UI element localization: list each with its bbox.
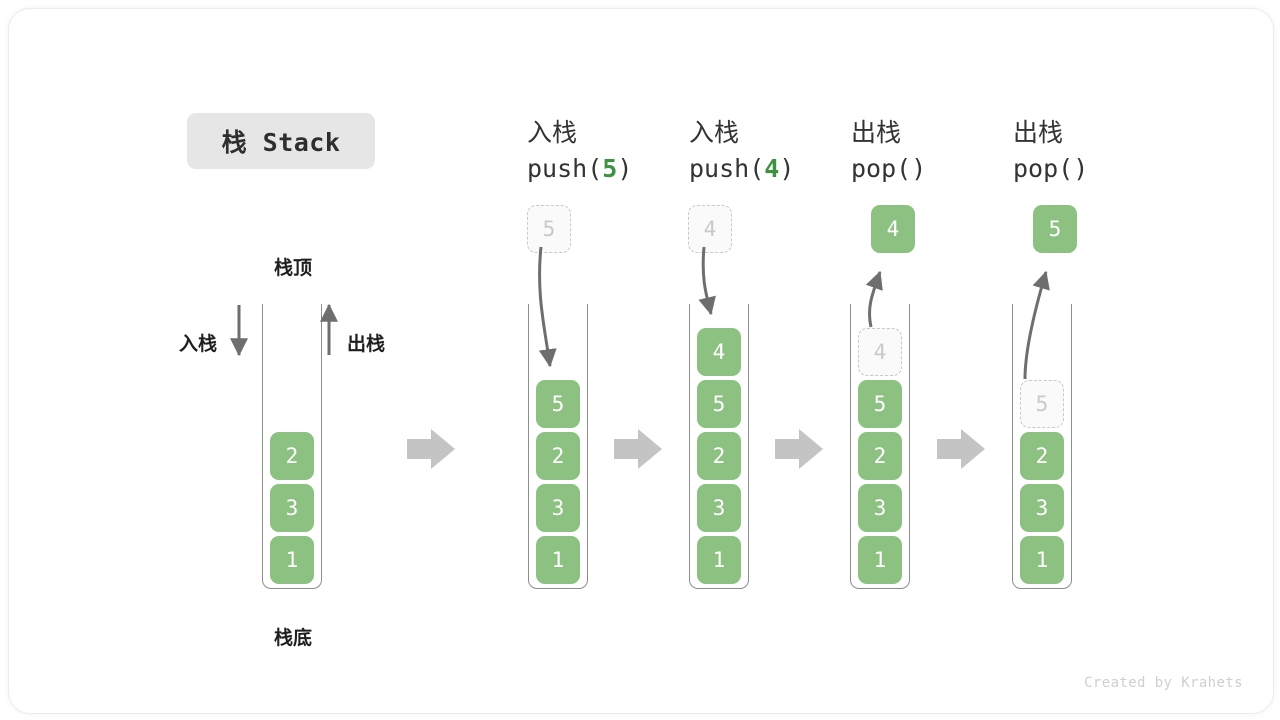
stack-cells-pop-4: 4 5 2 3 1 (858, 328, 902, 584)
stage-header-pop-4: 出栈 pop() (851, 115, 1041, 187)
stage-call-label: push(5) (527, 154, 633, 183)
stack-cell: 5 (858, 380, 902, 428)
floating-cell-push-4: 4 (688, 205, 732, 253)
stage-header-push-5: 入栈 push(5) (527, 115, 717, 187)
stack-container-push-5 (528, 304, 588, 589)
stack-cell-ghost: 5 (1020, 380, 1064, 428)
stack-cells-pop-5: 5 2 3 1 (1020, 380, 1064, 584)
diagram-title: 栈 Stack (221, 128, 341, 157)
stage-header-push-4: 入栈 push(4) (689, 115, 879, 187)
credit-text: Created by Krahets (1084, 675, 1243, 691)
stack-cells-initial: 2 3 1 (270, 432, 314, 584)
stack-cell: 3 (270, 484, 314, 532)
stack-cell: 5 (536, 380, 580, 428)
stack-top-label: 栈顶 (273, 257, 312, 279)
stack-cell: 3 (1020, 484, 1064, 532)
stage-op-label: 入栈 (527, 118, 578, 147)
push-side-label: 入栈 (179, 333, 218, 355)
stack-cell: 3 (858, 484, 902, 532)
stack-cell: 1 (1020, 536, 1064, 584)
stage-call-label: push(4) (689, 154, 795, 183)
stack-container-initial (262, 304, 322, 589)
stage-call-label: pop() (851, 154, 927, 183)
diagram-title-chip: 栈 Stack (187, 113, 375, 169)
stack-cell: 2 (858, 432, 902, 480)
stage-header-pop-5: 出栈 pop() (1013, 115, 1203, 187)
stage-call-label: pop() (1013, 154, 1089, 183)
stack-cells-push-4: 4 5 2 3 1 (697, 328, 741, 584)
stack-bottom-label: 栈底 (273, 627, 312, 649)
stack-container-pop-4 (850, 304, 910, 589)
stack-cell: 2 (1020, 432, 1064, 480)
diagram-canvas: 栈 Stack 栈顶 入栈 出栈 2 3 1 栈底 入栈 push(5) 5 5… (8, 8, 1274, 714)
stack-cell: 2 (697, 432, 741, 480)
stack-cell-ghost: 4 (858, 328, 902, 376)
floating-cell-pop-5: 5 (1033, 205, 1077, 253)
floating-cell-pop-4: 4 (871, 205, 915, 253)
step-arrow-icon-1 (407, 429, 455, 469)
stack-cell: 3 (697, 484, 741, 532)
stack-cell: 2 (270, 432, 314, 480)
stage-op-label: 出栈 (851, 118, 902, 147)
floating-cell-push-5: 5 (527, 205, 571, 253)
stage-op-label: 入栈 (689, 118, 740, 147)
stack-cell: 3 (536, 484, 580, 532)
pop-side-label: 出栈 (347, 333, 386, 355)
stack-cells-push-5: 5 2 3 1 (536, 380, 580, 584)
stack-container-pop-5 (1012, 304, 1072, 589)
stack-cell: 4 (697, 328, 741, 376)
stack-cell: 1 (858, 536, 902, 584)
stack-cell: 5 (697, 380, 741, 428)
stack-cell: 1 (536, 536, 580, 584)
step-arrow-icon-3 (775, 429, 823, 469)
step-arrow-icon-4 (937, 429, 985, 469)
stack-container-push-4 (689, 304, 749, 589)
stack-cell: 1 (697, 536, 741, 584)
stack-cell: 2 (536, 432, 580, 480)
stage-op-label: 出栈 (1013, 118, 1064, 147)
stack-cell: 1 (270, 536, 314, 584)
step-arrow-icon-2 (614, 429, 662, 469)
